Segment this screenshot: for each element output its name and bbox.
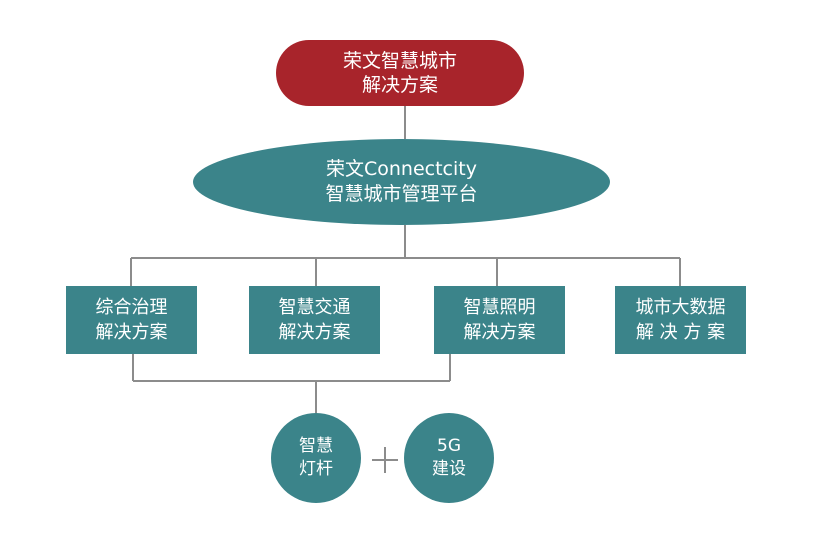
solution-line1: 智慧交通 [278, 297, 351, 318]
solution-line1: 综合治理 [95, 297, 168, 318]
platform-line2: 智慧城市管理平台 [325, 183, 478, 205]
component-line1: 5G [437, 436, 461, 456]
solution-line1: 城市大数据 [635, 297, 726, 318]
component-line1: 智慧 [299, 436, 333, 456]
solution-node-lighting: 智慧照明 解决方案 [434, 286, 565, 354]
root-line2: 解决方案 [361, 74, 438, 96]
solution-line2: 解决方案 [463, 322, 536, 343]
solution-line2: 解决方案 [95, 322, 168, 343]
platform-line1: 荣文Connectcity [326, 158, 477, 180]
platform-node: 荣文Connectcity 智慧城市管理平台 [193, 139, 610, 225]
solution-line2: 解决方案 [278, 322, 351, 343]
5g-build-node: 5G 建设 [404, 413, 494, 503]
solution-node-bigdata: 城市大数据 解 决 方 案 [615, 286, 746, 354]
solution-line2: 解 决 方 案 [635, 322, 726, 343]
root-node: 荣文智慧城市 解决方案 [276, 40, 524, 106]
plus-icon [372, 447, 398, 473]
root-line1: 荣文智慧城市 [342, 50, 457, 72]
smart-pole-node: 智慧 灯杆 [271, 413, 361, 503]
component-line2: 灯杆 [299, 459, 333, 479]
solution-node-governance: 综合治理 解决方案 [66, 286, 197, 354]
component-line2: 建设 [432, 459, 466, 479]
solution-node-traffic: 智慧交通 解决方案 [249, 286, 380, 354]
solution-line1: 智慧照明 [463, 297, 536, 318]
